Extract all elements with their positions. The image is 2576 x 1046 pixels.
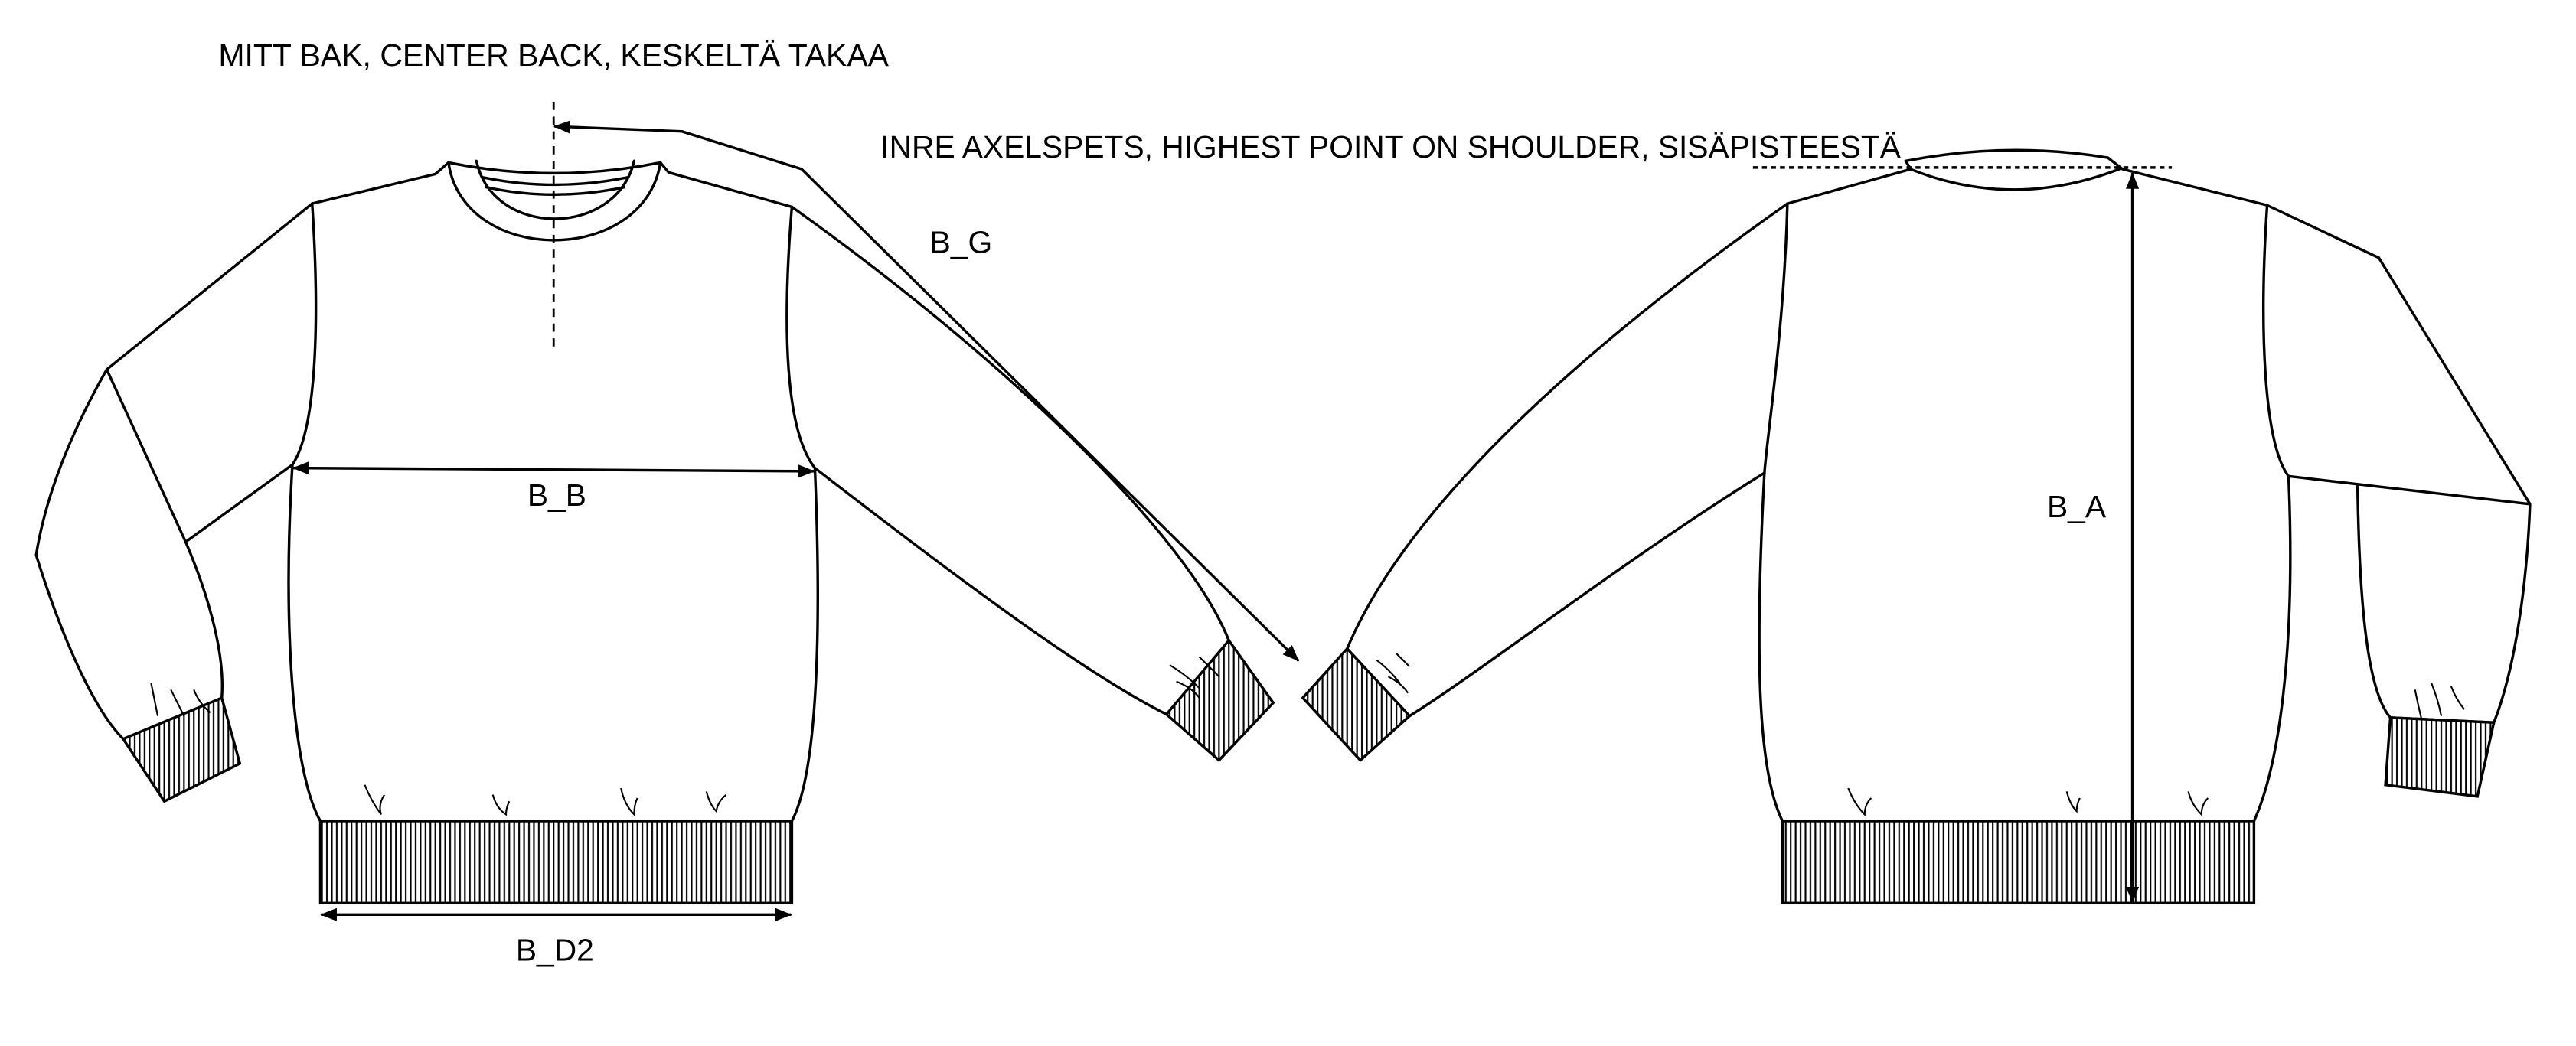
left-sleeve [1346,202,1789,718]
left-cuff [1301,647,1412,763]
right-sleeve [2287,256,2532,724]
collar-top [1904,148,2110,163]
right-sleeve [790,205,1230,716]
gather-marks [1376,653,2465,817]
body-outline [1758,202,2292,823]
b-d2-label: B_D2 [516,932,594,967]
collar-stripe [482,176,629,197]
sweater-right-view [1301,148,2532,905]
highest-point-label: INRE AXELSPETS, HIGHEST POINT ON SHOULDE… [880,129,1901,165]
center-back-label: MITT BAK, CENTER BACK, KESKELTÄ TAKAA [218,37,889,73]
left-sleeve [34,202,314,741]
b-b-arrow [292,461,815,478]
hem-ribbing [1781,820,2256,905]
right-cuff [2384,716,2496,798]
b-a-label: B_A [2047,489,2107,524]
left-cuff [121,696,242,803]
b-g-arrow [553,120,1300,662]
collar-bottom [1909,168,2121,191]
b-b-label: B_B [527,477,586,513]
shoulder-lines [1786,156,2381,259]
hem-ribbing [318,820,794,905]
right-cuff [1164,638,1275,762]
gather-marks [150,656,1220,817]
sweater-left-view [34,159,1275,905]
b-g-label: B_G [930,224,993,259]
